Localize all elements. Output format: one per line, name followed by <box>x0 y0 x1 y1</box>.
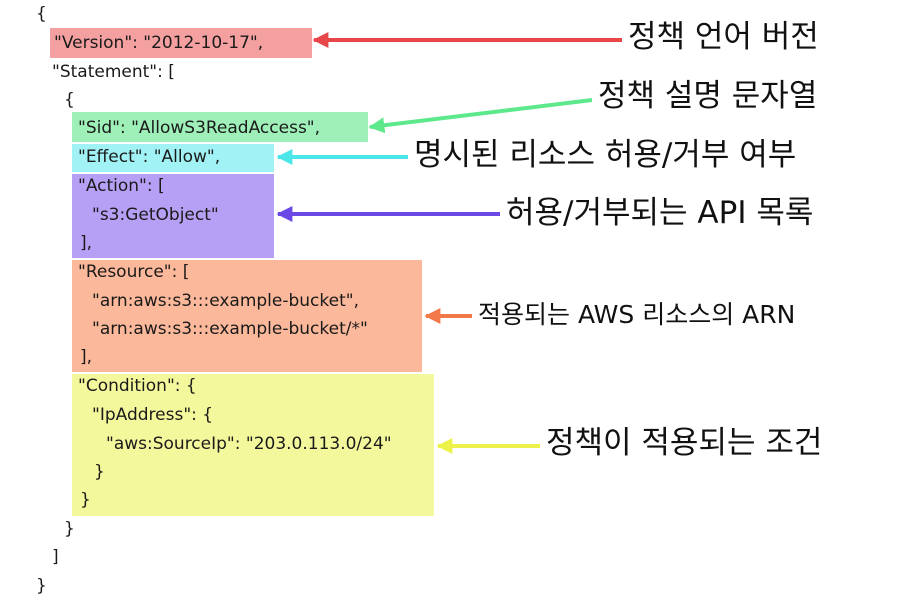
code-resource-close: ], <box>80 347 93 367</box>
code-action-open: "Action": [ <box>78 176 165 196</box>
annotation-version: 정책 언어 버전 <box>628 19 819 55</box>
code-resource-item-1: "arn:aws:s3:::example-bucket", <box>92 291 359 311</box>
resource-highlight <box>72 260 422 372</box>
code-condition-close: } <box>80 490 91 510</box>
code-action-item: "s3:GetObject" <box>92 205 219 225</box>
code-ipaddress-open: "IpAddress": { <box>92 405 214 425</box>
annotation-resource: 적용되는 AWS 리소스의 ARN <box>478 300 796 329</box>
code-statement-open: "Statement": [ <box>52 62 175 82</box>
code-statement-brace-close: } <box>64 519 75 539</box>
condition-highlight <box>72 374 434 516</box>
code-resource-item-2: "arn:aws:s3:::example-bucket/*" <box>92 319 368 339</box>
code-ipaddress-close: } <box>94 462 105 482</box>
code-effect: "Effect": "Allow", <box>78 147 221 167</box>
code-action-close: ], <box>80 233 93 253</box>
code-close-brace: } <box>36 576 47 596</box>
arrow-sid <box>368 98 593 134</box>
annotation-action: 허용/거부되는 API 목록 <box>506 195 814 231</box>
code-open-brace: { <box>36 4 47 24</box>
sid-highlight <box>72 112 368 142</box>
code-resource-open: "Resource": [ <box>78 262 190 282</box>
code-sourceip: "aws:SourceIp": "203.0.113.0/24" <box>106 434 392 454</box>
action-highlight <box>72 174 274 258</box>
code-statement-close: ] <box>52 547 59 567</box>
code-sid: "Sid": "AllowS3ReadAccess", <box>78 118 321 138</box>
version-highlight <box>50 28 312 58</box>
code-statement-brace-open: { <box>64 90 75 110</box>
code-version: "Version": "2012-10-17", <box>54 33 264 53</box>
code-condition-open: "Condition": { <box>78 376 197 396</box>
annotation-effect: 명시된 리소스 허용/거부 여부 <box>414 137 797 173</box>
effect-highlight <box>72 144 274 172</box>
annotation-sid: 정책 설명 문자열 <box>598 78 818 114</box>
annotation-condition: 정책이 적용되는 조건 <box>546 425 823 461</box>
